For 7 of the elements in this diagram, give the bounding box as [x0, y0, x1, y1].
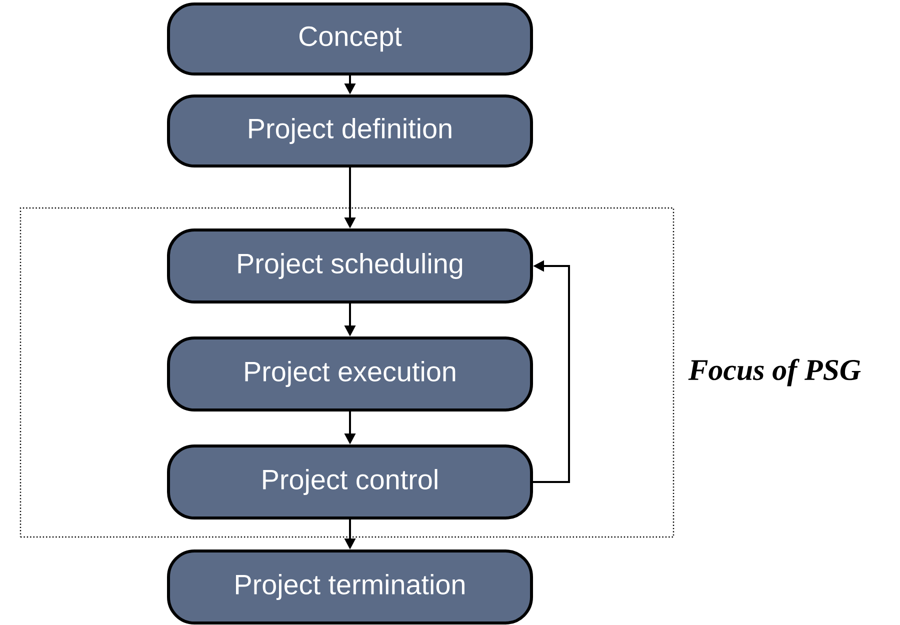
- process-box: Project control: [167, 444, 533, 520]
- process-box: Project execution: [167, 336, 533, 412]
- frame-label: Focus of PSG: [688, 358, 861, 386]
- process-box: Project definition: [167, 94, 533, 168]
- process-box: Concept: [167, 2, 533, 76]
- process-box: Project scheduling: [167, 228, 533, 304]
- process-box: Project termination: [167, 550, 533, 624]
